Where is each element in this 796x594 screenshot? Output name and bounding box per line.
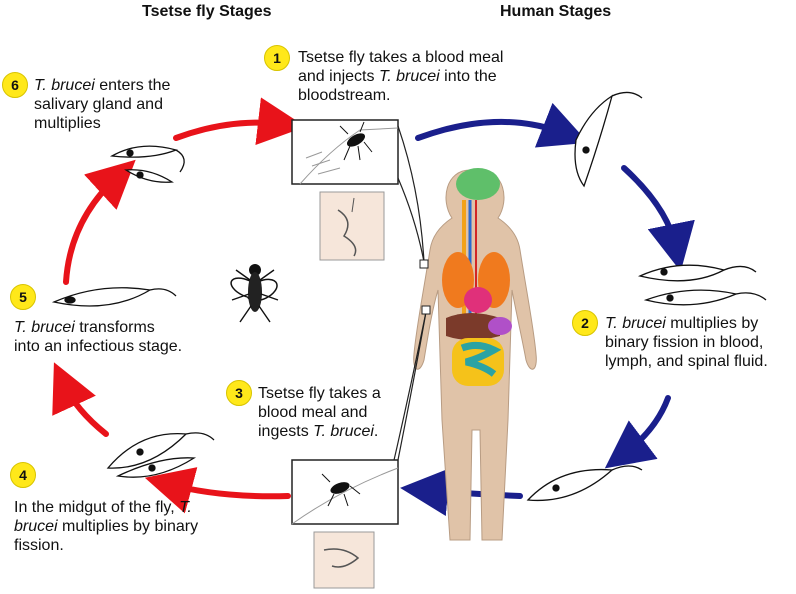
body-marker-top <box>419 259 429 269</box>
human-stage-arrows <box>400 102 695 516</box>
arrow-3-to-4 <box>144 467 291 514</box>
parasite-human-bottom <box>526 465 643 502</box>
step-1-badge: 1 <box>264 45 290 71</box>
arrow-4-to-5 <box>52 362 109 437</box>
parasite-human-top <box>574 91 643 188</box>
arrow-2-down <box>604 395 671 469</box>
inset-blood-sample-top <box>319 191 385 261</box>
step-2-text: T. brucei multiplies by binary fission i… <box>605 315 768 370</box>
inset-fly-ingesting <box>291 459 399 525</box>
parasite-stage-4 <box>106 432 215 478</box>
human-figure <box>413 168 537 541</box>
step-4-text: In the midgut of the fly, T. brucei mult… <box>14 499 199 554</box>
step-6-badge: 6 <box>2 72 28 98</box>
parasite-human-right <box>637 264 767 306</box>
tsetse-fly-drawing <box>230 264 279 323</box>
arrow-1-to-human <box>415 102 589 148</box>
step-3-badge: 3 <box>226 380 252 406</box>
step-6-text: T. brucei enters the salivary gland and … <box>34 77 171 132</box>
parasite-stage-5 <box>51 287 177 307</box>
step-5-text: T. brucei transforms into an infectious … <box>14 319 183 355</box>
arrow-5-to-6 <box>63 159 136 285</box>
inset-fly-injecting <box>291 119 399 185</box>
arrow-6-to-1 <box>173 97 306 146</box>
fly-stage-arrows <box>52 97 306 514</box>
parasite-stage-6 <box>109 145 185 183</box>
arrow-to-2 <box>621 165 695 272</box>
step-3-text: Tsetse fly takes a blood meal and ingest… <box>258 385 381 440</box>
body-marker-bottom <box>421 305 431 315</box>
inset-blood-sample-bottom <box>313 531 375 589</box>
arrow-to-3 <box>400 468 523 516</box>
header-tsetse-fly-stages: Tsetse fly Stages <box>142 3 272 20</box>
step-4-badge: 4 <box>10 462 36 488</box>
step-1-text: Tsetse fly takes a blood meal and inject… <box>298 49 504 104</box>
step-5-badge: 5 <box>10 284 36 310</box>
step-2-badge: 2 <box>572 310 598 336</box>
header-human-stages: Human Stages <box>500 3 612 20</box>
